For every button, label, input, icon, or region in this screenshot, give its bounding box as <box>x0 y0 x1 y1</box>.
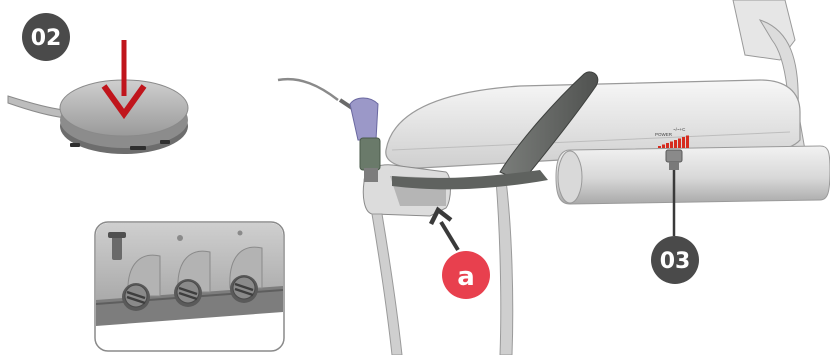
step-02-badge: 02 <box>22 13 70 61</box>
valve-panel-illustration <box>95 222 284 351</box>
level-label: ~/~+C <box>673 127 686 132</box>
foot-pedal-illustration <box>8 80 188 154</box>
step-03-badge: 03 <box>651 236 699 284</box>
step-02-label: 02 <box>31 26 62 51</box>
dental-unit-illustration: POWER ~/~+C <box>278 0 830 355</box>
marker-a-badge: a <box>442 251 490 299</box>
marker-a-label: a <box>457 262 475 292</box>
power-label: POWER <box>655 132 673 137</box>
step-03-label: 03 <box>660 249 691 274</box>
pointer-arrow-a <box>431 210 458 250</box>
